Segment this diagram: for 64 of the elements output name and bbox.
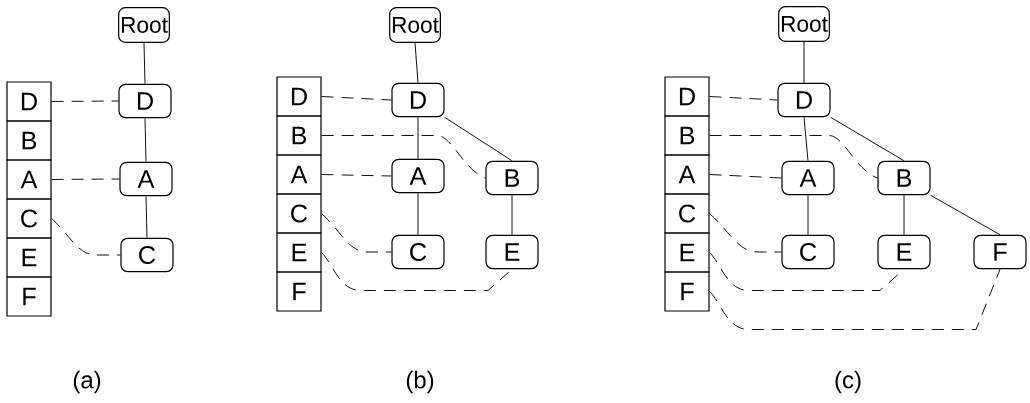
tree-edge [444,116,513,162]
dashed-connector [321,135,486,179]
tree-node-box: C [120,237,174,273]
table-cell: E [6,237,52,278]
tree-edge [803,41,805,84]
root-box: Root [389,7,441,43]
dashed-connector [321,213,392,253]
table-cell: B [6,120,52,161]
table-cell: F [664,271,710,312]
dashed-connector [321,252,513,291]
dashed-connector [321,96,392,101]
table-cell: D [276,76,322,117]
tree-edge [807,194,809,236]
tree-node-box: D [118,83,172,119]
tree-node-box: A [119,161,173,197]
tree-edge [930,194,1001,236]
tree-node-box: B [877,160,931,196]
dashed-connector [709,135,878,179]
tree-node-box: B [485,160,539,196]
tree-node-box: C [391,234,445,270]
table-cell: B [276,115,322,156]
tree-node-box: D [777,82,831,118]
tree-node-box: E [877,234,931,270]
dashed-connector [51,178,120,180]
panel-label: (a) [73,370,101,394]
tree-edge [830,116,905,162]
root-box: Root [778,6,830,42]
tree-node-box: F [973,234,1027,270]
tree-node-box: A [391,158,445,194]
panel-label: (b) [406,370,434,394]
table-cell: A [276,154,322,195]
tree-edge [145,195,148,239]
tree-node-box: A [781,160,835,196]
table-cell: A [664,154,710,195]
table-cell: C [664,193,710,234]
tree-node-box: D [391,82,445,118]
dashed-connector [709,96,778,101]
tree-edge [417,192,419,236]
dashed-connector [51,218,121,256]
dashed-connector [709,268,1001,330]
table-cell: A [6,159,52,200]
table-cell: F [276,271,322,312]
tree-edge [803,116,809,162]
tree-edge [903,194,905,236]
table-cell: D [6,81,52,122]
table-cell: D [664,76,710,117]
table-cell: B [664,115,710,156]
dashed-connector [51,100,119,102]
tree-edge [417,116,419,160]
table-cell: E [664,232,710,273]
tree-edge [511,194,513,236]
tree-edge [143,42,146,85]
table-cell: F [6,276,52,317]
tree-edge [414,42,419,84]
table-cell: C [6,198,52,239]
dashed-connector [321,174,392,177]
dashed-connector [709,252,905,291]
tree-node-box: E [485,234,539,270]
tree-edge [144,117,147,163]
panel-label: (c) [835,370,861,394]
tree-node-box: C [781,234,835,270]
table-cell: E [276,232,322,273]
root-box: Root [118,7,170,43]
table-cell: C [276,193,322,234]
